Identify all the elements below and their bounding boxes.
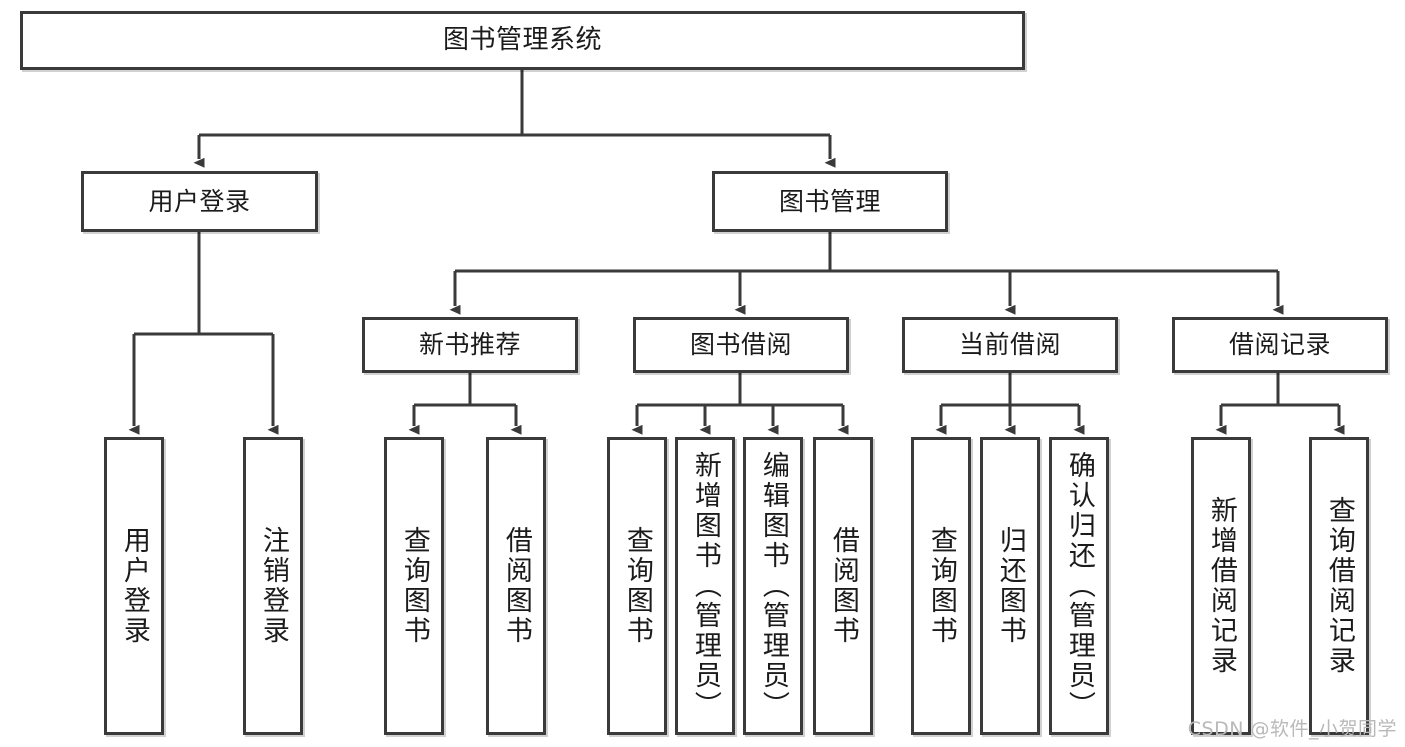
leaf-borrow-add-book-admin[interactable]: 新增图书（管理员）	[675, 437, 735, 735]
leaf-user-login[interactable]: 用户登录	[104, 437, 164, 735]
node-book-management[interactable]: 图书管理	[712, 171, 948, 232]
node-label: 新增借阅记录	[1205, 496, 1237, 676]
leaf-record-query-record[interactable]: 查询借阅记录	[1309, 437, 1369, 735]
node-label: 归还图书	[994, 526, 1026, 646]
node-label: 图书管理系统	[442, 25, 602, 56]
leaf-borrow-query-book[interactable]: 查询图书	[607, 437, 667, 735]
node-root-system[interactable]: 图书管理系统	[20, 11, 1025, 70]
node-current-borrow[interactable]: 当前借阅	[902, 317, 1118, 373]
leaf-recommend-borrow-book[interactable]: 借阅图书	[486, 437, 546, 735]
watermark-text: CSDN @软件_小贺同学	[1187, 718, 1397, 740]
node-label: 查询图书	[925, 526, 957, 646]
leaf-record-add-record[interactable]: 新增借阅记录	[1191, 437, 1251, 735]
node-label: 借阅图书	[500, 526, 532, 646]
node-label: 当前借阅	[958, 330, 1061, 360]
node-label: 用户登录	[148, 186, 251, 216]
node-label: 借阅记录	[1228, 330, 1331, 360]
node-label: 编辑图书（管理员）	[757, 451, 789, 721]
leaf-borrow-edit-book-admin[interactable]: 编辑图书（管理员）	[743, 437, 803, 735]
leaf-borrow-borrow-book[interactable]: 借阅图书	[813, 437, 873, 735]
node-label: 注销登录	[257, 526, 289, 646]
node-new-book-recommend[interactable]: 新书推荐	[362, 317, 578, 373]
leaf-current-query-book[interactable]: 查询图书	[911, 437, 971, 735]
node-label: 确认归还（管理员）	[1063, 451, 1095, 721]
leaf-current-confirm-return-admin[interactable]: 确认归还（管理员）	[1049, 437, 1109, 735]
node-label: 新书推荐	[418, 330, 521, 360]
leaf-user-logout[interactable]: 注销登录	[243, 437, 303, 735]
node-label: 查询图书	[398, 526, 430, 646]
node-label: 用户登录	[118, 526, 150, 646]
node-label: 新增图书（管理员）	[689, 451, 721, 721]
node-label: 图书管理	[778, 186, 881, 216]
node-label: 查询借阅记录	[1323, 496, 1355, 676]
leaf-current-return-book[interactable]: 归还图书	[980, 437, 1040, 735]
node-label: 查询图书	[621, 526, 653, 646]
node-borrow-record[interactable]: 借阅记录	[1172, 317, 1388, 373]
leaf-recommend-query-book[interactable]: 查询图书	[384, 437, 444, 735]
node-user-login[interactable]: 用户登录	[81, 171, 318, 232]
node-label: 图书借阅	[689, 330, 792, 360]
node-label: 借阅图书	[827, 526, 859, 646]
node-book-borrow[interactable]: 图书借阅	[633, 317, 849, 373]
